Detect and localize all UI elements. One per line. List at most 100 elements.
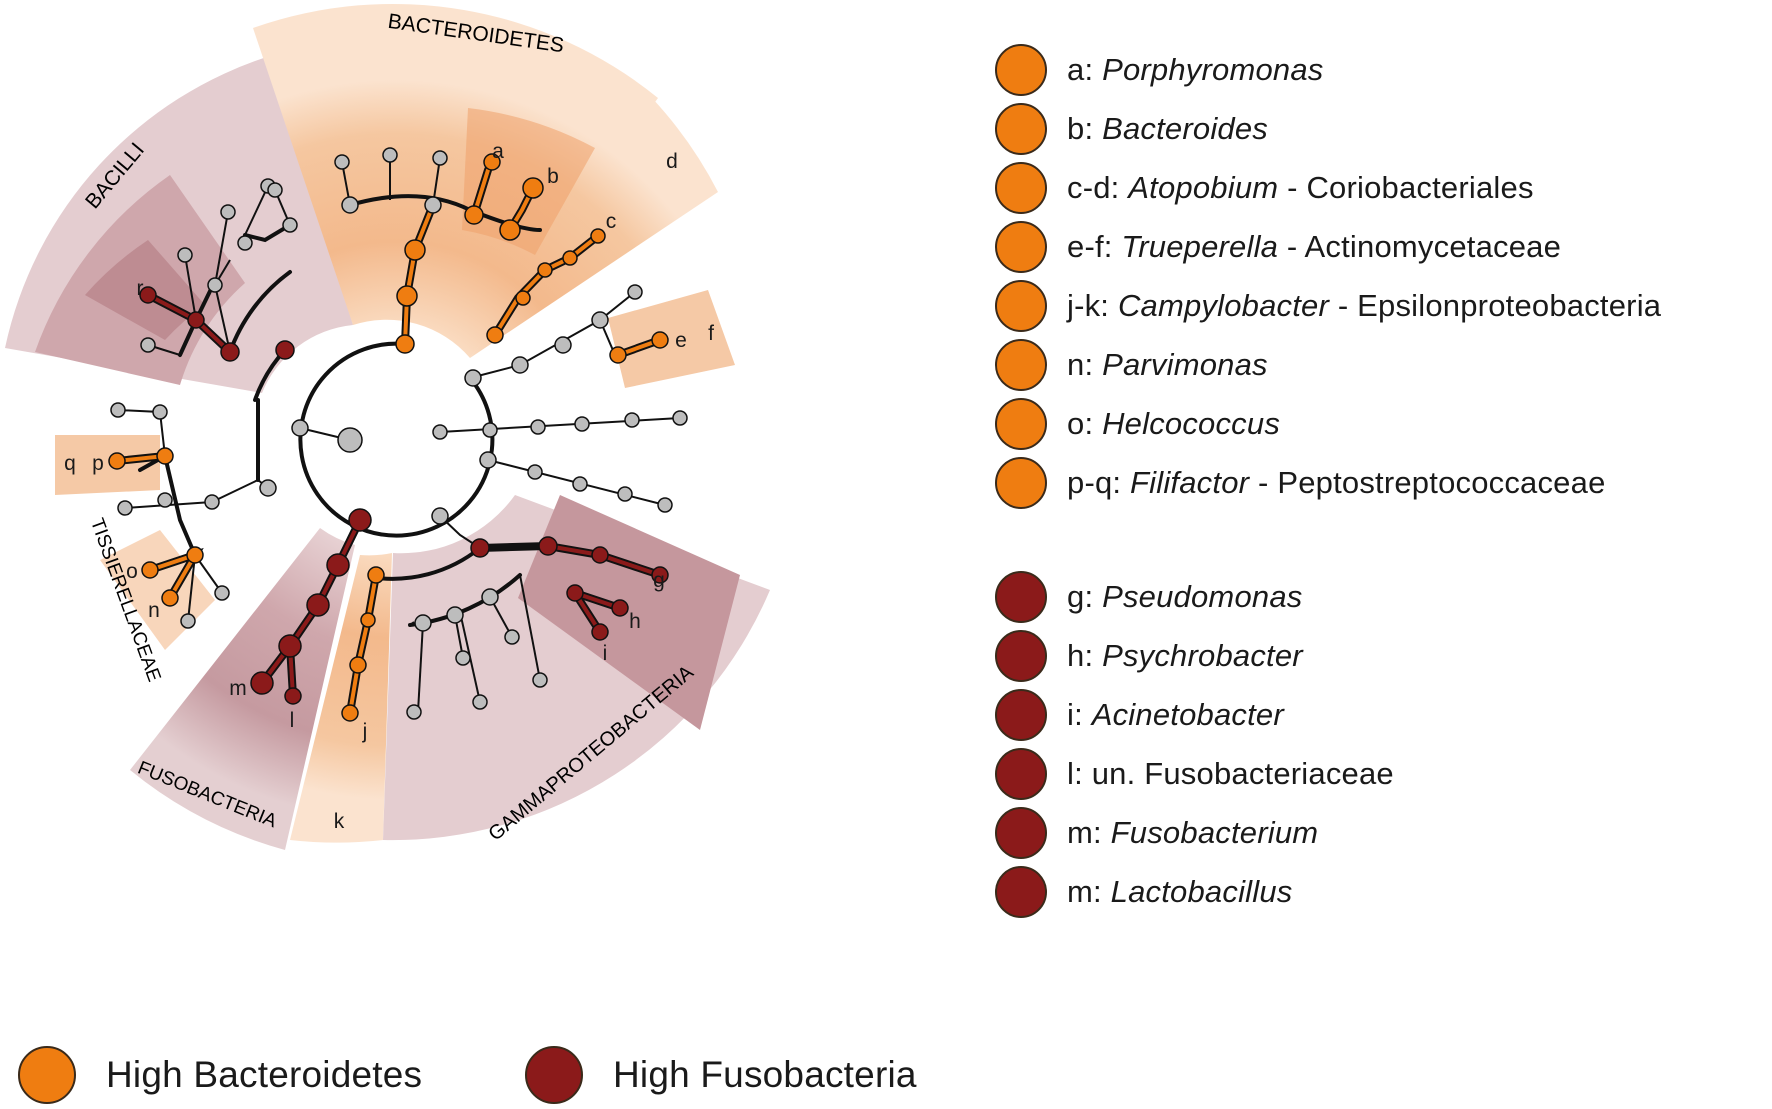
tree-node <box>406 704 422 720</box>
node-letter-m: m <box>229 677 247 700</box>
bacteroidetes-node <box>515 290 531 306</box>
legend-item: g: Pseudomonas <box>995 571 1302 623</box>
fusobacteria-node <box>326 553 350 577</box>
legend-label: b: Bacteroides <box>1067 111 1268 146</box>
red-dot-icon <box>995 630 1047 682</box>
tree-node <box>341 196 359 214</box>
key-high-fusobacteria: High Fusobacteria <box>525 1045 917 1105</box>
tree-node <box>382 147 398 163</box>
fusobacteria-node <box>284 687 302 705</box>
tree-node <box>446 606 464 624</box>
tree-node <box>177 247 193 263</box>
legend-label: o: Helcococcus <box>1067 406 1281 441</box>
orange-dot-icon <box>995 221 1047 273</box>
tree-node <box>617 486 633 502</box>
bacteroidetes-node <box>562 250 578 266</box>
key-high-bacteroidetes: High Bacteroidetes <box>18 1045 422 1105</box>
tree-node <box>431 507 449 525</box>
node-letter-o: o <box>126 560 138 583</box>
legend-item: o: Helcococcus <box>995 398 1280 450</box>
bacteroidetes-node <box>483 153 501 171</box>
node-letter-e: e <box>675 329 687 352</box>
bacteroidetes-node <box>609 346 627 364</box>
tree-node <box>464 369 482 387</box>
fusobacteria-node <box>651 566 669 584</box>
red-dot-icon <box>995 689 1047 741</box>
legend-label: h: Psychrobacter <box>1067 638 1303 673</box>
node-letter-p: p <box>92 452 104 475</box>
tree-node <box>157 492 173 508</box>
tree-node <box>532 672 548 688</box>
fusobacteria-node <box>566 584 584 602</box>
node-letter-l: l <box>290 709 295 732</box>
bacteroidetes-node <box>141 561 159 579</box>
bacteroidetes-node <box>108 452 126 470</box>
tree-node <box>574 416 590 432</box>
tree-node <box>140 337 156 353</box>
tree-node <box>237 235 253 251</box>
cladogram: BACTEROIDETES BACILLI TISSIERELLACEAE FU… <box>5 3 770 850</box>
node-letter-a: a <box>492 140 504 163</box>
fusobacteria-node <box>591 623 609 641</box>
bacteroidetes-node <box>464 205 484 225</box>
tree-node <box>624 412 640 428</box>
node-letter-f: f <box>708 322 714 345</box>
fusobacteria-node <box>187 311 205 329</box>
legend-item: m: Lactobacillus <box>995 866 1292 918</box>
fusobacteria-node <box>591 546 609 564</box>
sector-fusobacteria <box>130 528 355 850</box>
node-letter-k: k <box>334 810 345 833</box>
tree-node <box>334 154 350 170</box>
legend-label: e-f: Trueperella - Actinomycetaceae <box>1067 229 1562 264</box>
tree-node <box>479 451 497 469</box>
legend-item: i: Acinetobacter <box>995 689 1284 741</box>
tree-node <box>259 479 277 497</box>
legend-label: j-k: Campylobacter - Epsilonproteobacter… <box>1067 288 1662 323</box>
bacteroidetes-node <box>186 546 204 564</box>
key-label: High Bacteroidetes <box>106 1054 423 1095</box>
tree-node <box>657 497 673 513</box>
bacteroidetes-node <box>349 656 367 674</box>
tree-node <box>152 404 168 420</box>
legend-label: g: Pseudomonas <box>1067 579 1303 614</box>
tree-node <box>432 150 448 166</box>
tree-node <box>414 614 432 632</box>
orange-dot-icon <box>995 44 1047 96</box>
fusobacteria-node <box>220 342 240 362</box>
node-letter-q: q <box>64 452 76 475</box>
tree-node <box>424 196 442 214</box>
sector-bacteroidetes <box>253 3 658 359</box>
bacteroidetes-node <box>156 447 174 465</box>
legend-item: a: Porphyromonas <box>995 44 1324 96</box>
node-letter-r: r <box>137 277 144 300</box>
legend-label: a: Porphyromonas <box>1067 52 1324 87</box>
legend-label: l: un. Fusobacteriaceae <box>1067 756 1394 791</box>
legend-item: j-k: Campylobacter - Epsilonproteobacter… <box>995 280 1661 332</box>
bacteroidetes-node <box>522 177 544 199</box>
tree-node <box>672 410 688 426</box>
tree-node <box>432 424 448 440</box>
node-letter-h: h <box>629 610 641 633</box>
legend-label: p-q: Filifactor - Peptostreptococcaceae <box>1067 465 1606 500</box>
tree-node <box>472 694 488 710</box>
legend-item: c-d: Atopobium - Coriobacteriales <box>995 162 1534 214</box>
tree-node <box>455 650 471 666</box>
tree-node <box>337 427 363 453</box>
red-dot-icon <box>995 571 1047 623</box>
fusobacteria-node <box>538 536 558 556</box>
node-letter-j: j <box>362 720 368 743</box>
tree-node <box>117 500 133 516</box>
orange-dot-icon <box>995 162 1047 214</box>
fusobacteria-node <box>348 508 372 532</box>
tree-node <box>291 419 309 437</box>
bacteroidetes-node <box>404 239 426 261</box>
tree-node <box>591 311 609 329</box>
bacteroidetes-node <box>360 612 376 628</box>
legend-label: n: Parvimonas <box>1067 347 1268 382</box>
orange-dot-icon <box>995 339 1047 391</box>
legend-label: m: Lactobacillus <box>1067 874 1293 909</box>
tree-node <box>504 629 520 645</box>
bacteroidetes-node <box>396 285 418 307</box>
bacteroidetes-node <box>486 326 504 344</box>
